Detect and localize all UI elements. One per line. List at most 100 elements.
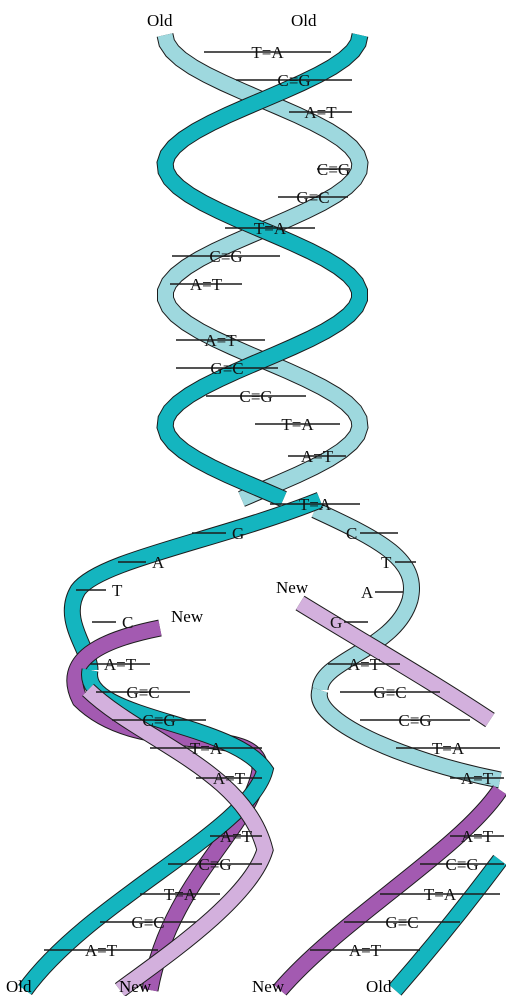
left-daughter-pair-4-label: T=A [190, 739, 223, 758]
unpaired-right-2: T [381, 553, 416, 572]
base-pairs: T=AC≡GA=TC≡GG≡CT=AC≡GA=TA=TG≡CC≡GT=AA=TT… [44, 43, 504, 960]
right-daughter-pair-1: A=T [328, 655, 400, 674]
unpaired-right-3: A [361, 583, 403, 602]
new-strand-right-front [274, 785, 506, 995]
left-daughter-pair-6: A=T [210, 827, 262, 846]
left-daughter-pair-3-label: C≡G [142, 711, 175, 730]
left-daughter-pair-10: A=T [44, 941, 158, 960]
left-daughter-pair-5-label: A=T [213, 769, 246, 788]
right-daughter-pair-9-label: G≡C [385, 913, 418, 932]
left-daughter-pair-10-label: A=T [85, 941, 118, 960]
left-daughter-pair-8-label: T=A [164, 885, 197, 904]
unpaired-left-4-label: C [122, 613, 133, 632]
parent-pair-10-label: G≡C [210, 359, 243, 378]
parent-pair-3-label: A=T [304, 103, 337, 122]
unpaired-right-4-label: G [330, 613, 342, 632]
left-daughter-pair-7-label: C≡G [198, 855, 231, 874]
label-new-fork-left: New [171, 607, 204, 626]
label-old-bottom-1: Old [6, 977, 32, 996]
right-daughter-pair-8-label: T=A [424, 885, 457, 904]
right-daughter-pair-4-label: T=A [432, 739, 465, 758]
parent-pair-14: T=A [270, 495, 360, 514]
left-daughter-pair-5: A=T [196, 769, 262, 788]
right-daughter-pair-1-label: A=T [348, 655, 381, 674]
unpaired-left-4: C [92, 613, 133, 632]
parent-pair-14-label: T=A [299, 495, 332, 514]
parent-pair-10: G≡C [176, 359, 278, 378]
unpaired-right-1-label: C [346, 524, 357, 543]
new-strand-left-back [82, 684, 273, 996]
parent-pair-11-label: C≡G [239, 387, 272, 406]
label-new-bottom-1: New [119, 977, 152, 996]
parent-pair-9: A=T [176, 331, 265, 350]
parent-pair-13: A=T [288, 447, 346, 466]
parent-pair-13-label: A=T [301, 447, 334, 466]
parent-pair-11: C≡G [206, 387, 306, 406]
parent-pair-1-label: T=A [251, 43, 284, 62]
unpaired-right-1: C [346, 524, 398, 543]
old-strand-left [18, 668, 274, 995]
label-old-top-left: Old [147, 11, 173, 30]
left-daughter-pair-3: C≡G [112, 711, 206, 730]
label-new-fork-right: New [276, 578, 309, 597]
label-old-bottom-2: Old [366, 977, 392, 996]
label-old-top-right: Old [291, 11, 317, 30]
parent-pair-7: C≡G [172, 247, 280, 266]
right-daughter-pair-10-label: A=T [349, 941, 382, 960]
left-daughter-pair-9-label: G≡C [131, 913, 164, 932]
unpaired-left-1: G [192, 524, 244, 543]
parent-pair-6: T=A [225, 219, 315, 238]
left-daughter-pair-4: T=A [150, 739, 262, 758]
right-daughter-pair-3-label: C≡G [398, 711, 431, 730]
unpaired-left-2-label: A [152, 553, 165, 572]
new-strand-right [296, 596, 495, 727]
unpaired-left-1-label: G [232, 524, 244, 543]
parent-strand-front [157, 33, 368, 506]
left-daughter-pair-2: G≡C [96, 683, 190, 702]
parent-pair-12: T=A [255, 415, 340, 434]
strand-ribbons [18, 33, 506, 996]
old-strand-right [311, 687, 502, 788]
parent-pair-6-label: T=A [254, 219, 287, 238]
old-strand-right-bottom [389, 855, 506, 995]
parent-pair-5: G≡C [278, 188, 348, 207]
right-daughter-pair-8: T=A [380, 885, 500, 904]
right-daughter-pair-5: A=T [450, 769, 504, 788]
label-new-bottom-2: New [252, 977, 285, 996]
right-daughter-pair-2: G≡C [340, 683, 440, 702]
parent-pair-2-label: C≡G [277, 71, 310, 90]
left-daughter-pair-8: T=A [140, 885, 220, 904]
parent-pair-4-label: C≡G [317, 160, 350, 179]
unpaired-right-3-label: A [361, 583, 374, 602]
parent-pair-1: T=A [204, 43, 331, 62]
right-daughter-pair-3: C≡G [360, 711, 470, 730]
parent-pair-12-label: T=A [281, 415, 314, 434]
left-daughter-pair-7: C≡G [168, 855, 262, 874]
right-daughter-pair-10: A=T [310, 941, 420, 960]
parent-pair-9-label: A=T [204, 331, 237, 350]
parent-pair-7-label: C≡G [209, 247, 242, 266]
unpaired-right-4: G [330, 613, 368, 632]
right-daughter-pair-2-label: G≡C [373, 683, 406, 702]
parent-pair-4: C≡G [317, 160, 350, 179]
left-daughter-pair-6-label: A=T [220, 827, 253, 846]
right-daughter-pair-9: G≡C [344, 913, 460, 932]
right-daughter-pair-7: C≡G [420, 855, 504, 874]
unpaired-left-3: T [76, 581, 123, 600]
parent-pair-5-label: G≡C [296, 188, 329, 207]
right-daughter-pair-7-label: C≡G [445, 855, 478, 874]
unpaired-left-3-label: T [112, 581, 123, 600]
left-daughter-pair-1-label: A=T [104, 655, 137, 674]
parent-pair-8: A=T [170, 275, 242, 294]
left-daughter-pair-2-label: G≡C [126, 683, 159, 702]
parent-pair-2: C≡G [236, 71, 352, 90]
left-daughter-pair-1: A=T [90, 655, 150, 674]
right-daughter-pair-6: A=T [450, 827, 504, 846]
unpaired-left-2: A [118, 553, 165, 572]
old-strand-left-fork [64, 493, 323, 671]
parent-pair-8-label: A=T [190, 275, 223, 294]
right-daughter-pair-6-label: A=T [461, 827, 494, 846]
unpaired-right-2-label: T [381, 553, 392, 572]
parent-pair-3: A=T [289, 103, 352, 122]
